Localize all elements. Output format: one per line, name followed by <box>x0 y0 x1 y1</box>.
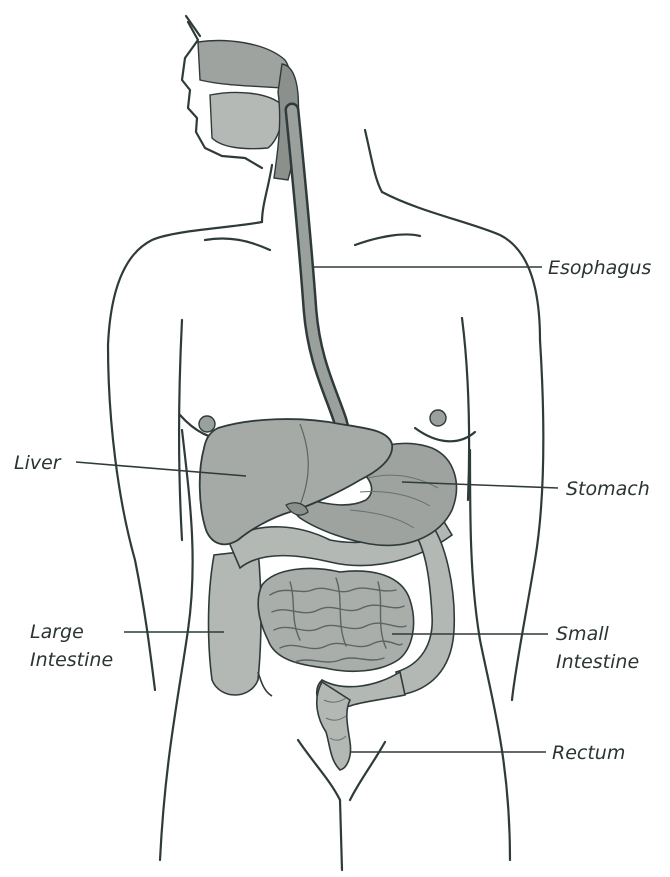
label-small-intestine-line1: Small <box>556 623 609 645</box>
left-torso-side <box>160 430 193 860</box>
ascending-colon <box>209 550 262 695</box>
small-intestine-organ <box>258 568 413 671</box>
small-intestine-mass <box>258 568 413 671</box>
label-large-intestine-line2: Intestine <box>30 649 113 671</box>
nasal-cavity <box>198 41 289 88</box>
right-arm-inner <box>462 318 469 500</box>
label-rectum: Rectum <box>552 742 625 764</box>
midline <box>340 800 342 870</box>
collarbone-right <box>355 234 420 245</box>
collarbone-left <box>205 238 270 250</box>
neck-left <box>262 165 272 222</box>
label-esophagus: Esophagus <box>548 257 651 279</box>
label-liver: Liver <box>14 452 62 474</box>
oral-cavity <box>210 92 282 148</box>
label-large-intestine-line1: Large <box>30 621 84 643</box>
label-small-intestine-line2: Intestine <box>556 651 639 673</box>
appendix <box>258 672 272 696</box>
right-torso-side <box>470 450 510 860</box>
label-stomach: Stomach <box>566 478 650 500</box>
esophagus-organ <box>292 110 358 470</box>
right-breast <box>415 428 475 441</box>
right-arm-outer <box>512 340 543 700</box>
hip-crease-right <box>350 742 385 800</box>
neck-right <box>365 130 382 192</box>
left-arm-outer <box>108 345 155 690</box>
